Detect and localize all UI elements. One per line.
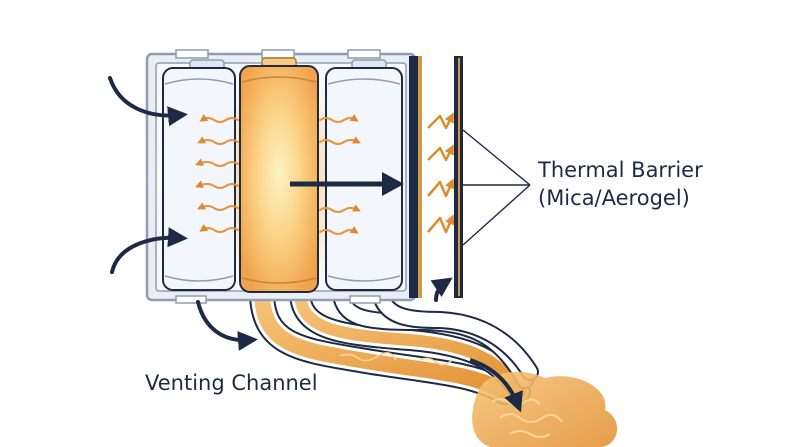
heat-radiation-squiggles: [195, 114, 361, 235]
curved-arrow-icon: [108, 76, 453, 351]
barrier-leader-lines: [462, 129, 531, 246]
battery-cell-left: [162, 59, 236, 291]
battery-cell-right: [325, 59, 403, 291]
vent-outlet-arrow: [469, 358, 523, 413]
thermal-barrier-material-label: (Mica/Aerogel): [538, 186, 690, 210]
zigzag-arrow-icon: [427, 112, 455, 234]
thermal-barrier-label: Thermal Barrier: [538, 158, 703, 182]
venting-channel-label: Venting Channel: [145, 371, 318, 395]
thermal-barrier-plates: [409, 56, 463, 298]
battery-cell-thermal-runaway: [239, 57, 319, 293]
heat-transfer-arrow: [290, 172, 404, 196]
venting-channel-tubes: [249, 279, 539, 405]
